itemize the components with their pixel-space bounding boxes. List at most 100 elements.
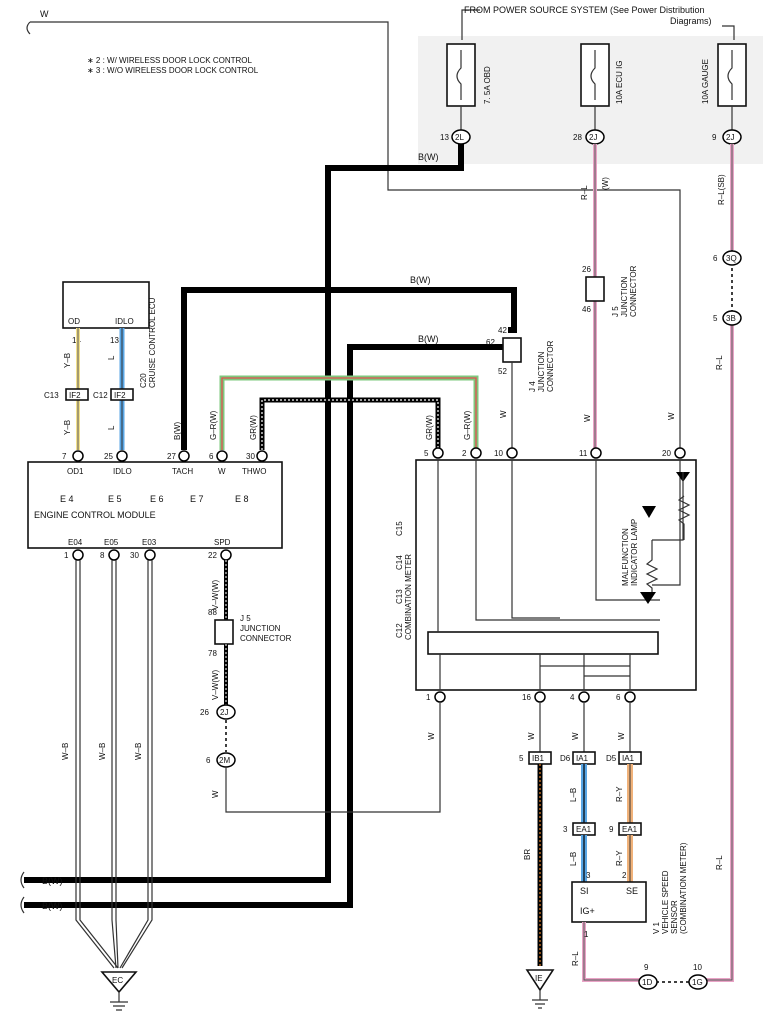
wire-rl-sensor <box>582 922 640 982</box>
svg-text:E 6: E 6 <box>150 494 164 504</box>
svg-text:IF2: IF2 <box>114 391 126 400</box>
wire-label-rl-low: R–L <box>715 855 724 870</box>
svg-text:IB1: IB1 <box>532 754 545 763</box>
svg-text:EA1: EA1 <box>622 825 638 834</box>
wire-label-bw-d: B(W) <box>42 876 63 886</box>
svg-text:J 5: J 5 <box>240 614 251 623</box>
svg-text:9: 9 <box>712 133 717 142</box>
wire-label-vw-1: V–W(W) <box>211 579 220 610</box>
wire-w-speed <box>225 703 441 813</box>
wire-label-br: BR <box>523 849 532 860</box>
legend-line-1: ∗ 2 : W/ WIRELESS DOOR LOCK CONTROL <box>87 56 253 65</box>
conn-2j-ecu: 2J 28 <box>573 106 605 145</box>
wire-label-w-meter: W <box>427 732 436 740</box>
power-line-left <box>461 9 480 40</box>
engine-control-module: OD1 IDLO TACH W THWO E 4 E 5 E 6 E 7 E 8… <box>27 461 283 549</box>
svg-text:IF2: IF2 <box>69 391 81 400</box>
svg-text:SE: SE <box>626 886 638 896</box>
ground-ec: EC <box>100 971 138 1011</box>
sensor-pin-1: 1 <box>584 930 589 939</box>
svg-text:SI: SI <box>580 886 589 896</box>
svg-text:6: 6 <box>616 693 621 702</box>
combination-meter: MALFUNCTION INDICATOR LAMP <box>415 459 697 691</box>
power-source-label-1: FROM POWER SOURCE SYSTEM (See Power Dist… <box>464 5 705 15</box>
svg-text:5: 5 <box>713 314 718 323</box>
svg-text:IA1: IA1 <box>576 754 589 763</box>
svg-text:11: 11 <box>579 449 588 458</box>
svg-text:C20: C20 <box>139 373 148 388</box>
wire-label-w-2m: W <box>211 790 220 798</box>
svg-text:52: 52 <box>498 367 507 376</box>
svg-text:30: 30 <box>246 452 255 461</box>
wire-label-g-rw-left: G–R(W) <box>209 410 218 440</box>
svg-text:9: 9 <box>609 825 614 834</box>
vehicle-speed-sensor: SI SE IG+ V 1 VEHICLE SPEED SENSOR (COMB… <box>571 842 688 934</box>
svg-text:62: 62 <box>486 338 495 347</box>
svg-text:EC: EC <box>112 976 123 985</box>
svg-text:TACH: TACH <box>172 467 193 476</box>
svg-text:E 4: E 4 <box>60 494 74 504</box>
svg-text:C12: C12 <box>93 391 108 400</box>
meter-codes: C12 C13 C14 C15 COMBINATION METER <box>395 521 413 640</box>
fuse-label-obd: 7. 5A OBD <box>483 66 492 104</box>
wire-label-w-ib1: W <box>527 732 536 740</box>
conn-3q: 3Q 6 <box>713 250 742 266</box>
svg-text:E04: E04 <box>68 538 83 547</box>
svg-text:2M: 2M <box>219 756 230 765</box>
svg-text:10: 10 <box>693 963 702 972</box>
wire-label-bw-e: B(W) <box>42 901 63 911</box>
svg-text:JUNCTION: JUNCTION <box>240 624 281 633</box>
conn-2j-gauge: 2J 9 <box>712 106 742 145</box>
wire-label-bw-b: B(W) <box>410 275 431 285</box>
svg-text:2J: 2J <box>220 708 228 717</box>
svg-text:2J: 2J <box>726 133 734 142</box>
svg-text:E03: E03 <box>142 538 157 547</box>
wire-label-lb-2: L–B <box>569 852 578 866</box>
svg-text:1: 1 <box>426 693 431 702</box>
svg-text:CONNECTOR: CONNECTOR <box>629 265 638 317</box>
svg-text:D5: D5 <box>606 754 617 763</box>
svg-text:W–B: W–B <box>98 743 107 760</box>
ecm-pins-top: 7 25 27 6 30 <box>62 450 268 462</box>
svg-text:CONNECTOR: CONNECTOR <box>546 340 555 392</box>
power-line-right <box>722 25 735 40</box>
svg-text:28: 28 <box>573 133 582 142</box>
svg-text:CRUISE CONTROL ECU: CRUISE CONTROL ECU <box>148 297 157 388</box>
wire-label-gr-w-left: GR(W) <box>249 415 258 440</box>
svg-text:THWO: THWO <box>242 467 266 476</box>
connector-ea1-left: EA1 3 <box>563 822 596 836</box>
svg-text:88: 88 <box>208 608 217 617</box>
svg-text:C14: C14 <box>395 555 404 570</box>
fuse-ecu-ig: 10A ECU IG <box>580 43 624 107</box>
svg-text:1D: 1D <box>642 978 652 987</box>
junction-j5-mid: 88 78 J 5 JUNCTION CONNECTOR <box>208 608 292 658</box>
sensor-pin-2: 2 <box>622 871 627 880</box>
fuse-label-gauge: 10A GAUGE <box>701 59 710 104</box>
meter-pins-bottom: 1 16 4 6 <box>426 691 636 703</box>
svg-text:78: 78 <box>208 649 217 658</box>
svg-text:2L: 2L <box>455 133 464 142</box>
connector-if2-c12: IF2 C12 <box>93 388 134 401</box>
conn-2m: 2M 6 <box>206 752 236 768</box>
svg-text:13: 13 <box>440 133 449 142</box>
svg-text:OD: OD <box>68 317 80 326</box>
svg-text:42: 42 <box>498 326 507 335</box>
conn-1g: 1G 10 <box>688 963 708 990</box>
svg-text:22: 22 <box>208 551 217 560</box>
wire-bw-tach <box>181 287 517 450</box>
svg-text:3Q: 3Q <box>726 254 737 263</box>
svg-text:E05: E05 <box>104 538 119 547</box>
svg-text:COMBINATION METER: COMBINATION METER <box>404 554 413 640</box>
svg-text:W–B: W–B <box>61 743 70 760</box>
meter-pins-top: 5 2 10 11 20 <box>424 447 686 459</box>
svg-text:IE: IE <box>535 974 543 983</box>
wire-label-w-top: W <box>40 9 49 19</box>
svg-text:E 7: E 7 <box>190 494 204 504</box>
junction-j4: 42 62 52 J 4 JUNCTION CONNECTOR <box>486 326 555 392</box>
svg-text:EA1: EA1 <box>576 825 592 834</box>
svg-text:E 8: E 8 <box>235 494 249 504</box>
wire-label-yb-2: Y–B <box>63 420 72 435</box>
svg-text:30: 30 <box>130 551 139 560</box>
wire-label-lb: L–B <box>569 788 578 802</box>
